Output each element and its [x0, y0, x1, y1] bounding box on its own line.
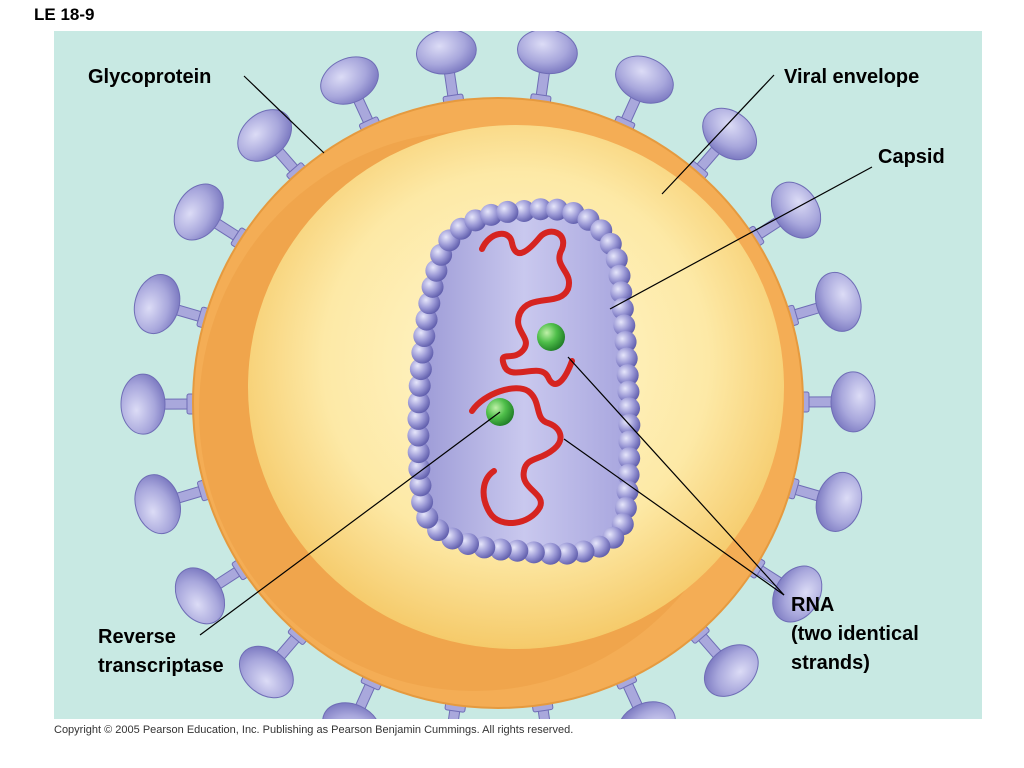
capsid-bead [610, 281, 633, 304]
capsid-bead [407, 391, 430, 414]
rna-leader-2 [563, 438, 785, 596]
copyright-notice: Copyright © 2005 Pearson Education, Inc.… [54, 724, 574, 736]
virus-diagram [54, 31, 982, 719]
capsid-bead [605, 248, 628, 271]
capsid-bead [618, 397, 641, 420]
capsid-bead [408, 457, 431, 480]
capsid-leader [609, 166, 873, 310]
capsid-bead [480, 203, 503, 226]
rna-label-line-2: (two identical [791, 623, 919, 645]
reverse-transcriptase-upper [537, 323, 565, 351]
diagram-panel: Glycoprotein Viral envelope Capsid RNA (… [54, 31, 982, 719]
capsid-bead [556, 542, 579, 565]
capsid-bead [522, 541, 545, 564]
reverse-transcriptase-label-line-1: Reverse [98, 626, 176, 648]
capsid-label: Capsid [878, 146, 945, 168]
glycoprotein-leader [243, 75, 325, 154]
capsid-bead [618, 447, 641, 470]
capsid-bead [407, 424, 430, 447]
rna-strand-upper [479, 228, 575, 387]
capsid-beads [407, 198, 641, 565]
reverse-transcriptase-label-line-2: transcriptase [98, 655, 224, 677]
capsid-bead [409, 474, 432, 497]
glycoprotein-label: Glycoprotein [88, 66, 212, 88]
capsid-bead [418, 292, 441, 315]
capsid-bead [513, 200, 535, 222]
capsid-bead [408, 374, 431, 397]
capsid-bead [529, 198, 552, 221]
capsid-bead [615, 347, 638, 370]
viral-envelope-label: Viral envelope [784, 66, 920, 88]
rna-label-line-1: RNA [791, 594, 835, 616]
reverse-transcriptase-leader [199, 411, 501, 636]
capsid-bead [407, 407, 430, 430]
rna-label-line-3: strands) [791, 652, 870, 674]
capsid-bead [608, 264, 631, 287]
capsid-bead [415, 308, 438, 331]
capsid-interior [418, 209, 630, 554]
capsid-bead [506, 539, 529, 562]
capsid-bead [411, 490, 434, 513]
capsid-bead [614, 496, 637, 519]
capsid-bead [489, 538, 512, 561]
capsid-bead [539, 542, 562, 565]
capsid-bead [616, 480, 639, 503]
glycoprotein [792, 371, 876, 433]
capsid-bead [618, 430, 641, 453]
capsid-bead [616, 364, 639, 387]
viral-envelope-leader [661, 74, 775, 195]
capsid-bead [496, 200, 519, 223]
figure-id: LE 18-9 [34, 5, 95, 24]
capsid-bead [413, 325, 436, 348]
rna-label: RNA (two identical strands) [791, 591, 919, 678]
capsid-bead [613, 314, 636, 337]
capsid-bead [611, 297, 634, 320]
capsid-bead [617, 380, 640, 403]
capsid-bead [572, 540, 595, 563]
rna-leader-1 [567, 356, 785, 596]
reverse-transcriptase-label: Reverse transcriptase [98, 623, 224, 681]
capsid-bead [411, 341, 434, 364]
capsid-bead [614, 330, 637, 353]
rna-strand-lower [469, 385, 564, 527]
capsid-bead [409, 358, 432, 381]
capsid-bead [407, 441, 430, 464]
leader-lines [199, 74, 873, 636]
glycoprotein [133, 274, 218, 335]
glycoproteins [120, 31, 876, 719]
